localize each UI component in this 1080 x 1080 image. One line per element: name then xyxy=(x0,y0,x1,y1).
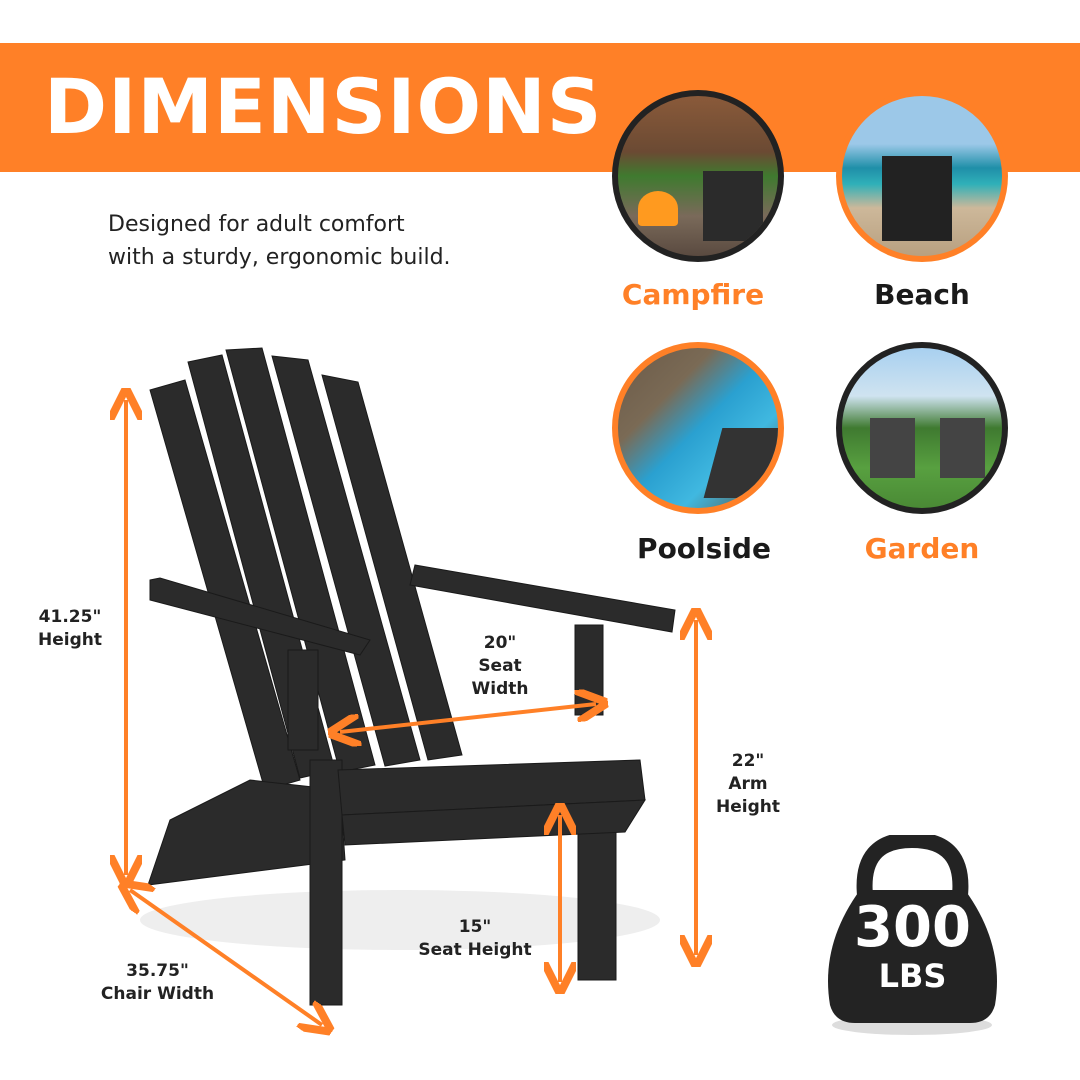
use-label-garden: Garden xyxy=(864,532,980,565)
tagline: Designed for adult comfort with a sturdy… xyxy=(108,208,451,274)
arm-height-label-2: Height xyxy=(716,797,780,817)
page-title: DIMENSIONS xyxy=(44,62,603,151)
use-label-campfire: Campfire xyxy=(621,278,765,311)
seat-height-value: 15" xyxy=(458,917,492,937)
capacity-unit: LBS xyxy=(878,957,947,995)
seat-width-label-2: Width xyxy=(471,679,529,699)
campfire-photo xyxy=(612,90,784,262)
seat-width-label-1: Seat xyxy=(478,656,522,676)
chair-width-arrow xyxy=(130,890,322,1025)
arm-height-label-1: Arm xyxy=(728,774,768,794)
seat-width-value: 20" xyxy=(483,633,517,653)
weight-capacity-badge: 300 LBS xyxy=(820,831,1005,1045)
kettlebell-icon xyxy=(828,831,997,1035)
height-value: 41.25" xyxy=(38,607,102,627)
garden-photo xyxy=(836,342,1008,514)
height-label: Height xyxy=(38,630,102,650)
seat-width-arrow xyxy=(340,704,596,732)
use-label-beach: Beach xyxy=(874,278,970,311)
seat-height-label: Seat Height xyxy=(418,940,532,960)
tagline-line-1: Designed for adult comfort xyxy=(108,212,405,237)
beach-photo xyxy=(836,90,1008,262)
arm-height-dimension: 22" Arm Height xyxy=(708,750,788,819)
chair-width-label: Chair Width xyxy=(100,984,215,1004)
use-label-poolside: Poolside xyxy=(637,532,771,565)
chair-width-value: 35.75" xyxy=(126,961,189,981)
seat-width-dimension: 20" Seat Width xyxy=(460,632,540,701)
height-dimension: 41.25" Height xyxy=(30,606,110,652)
capacity-value: 300 xyxy=(854,895,971,960)
tagline-line-2: with a sturdy, ergonomic build. xyxy=(108,245,451,270)
chair-width-dimension: 35.75" Chair Width xyxy=(90,960,225,1006)
poolside-photo xyxy=(612,342,784,514)
arm-height-value: 22" xyxy=(731,751,765,771)
seat-height-dimension: 15" Seat Height xyxy=(410,916,540,962)
